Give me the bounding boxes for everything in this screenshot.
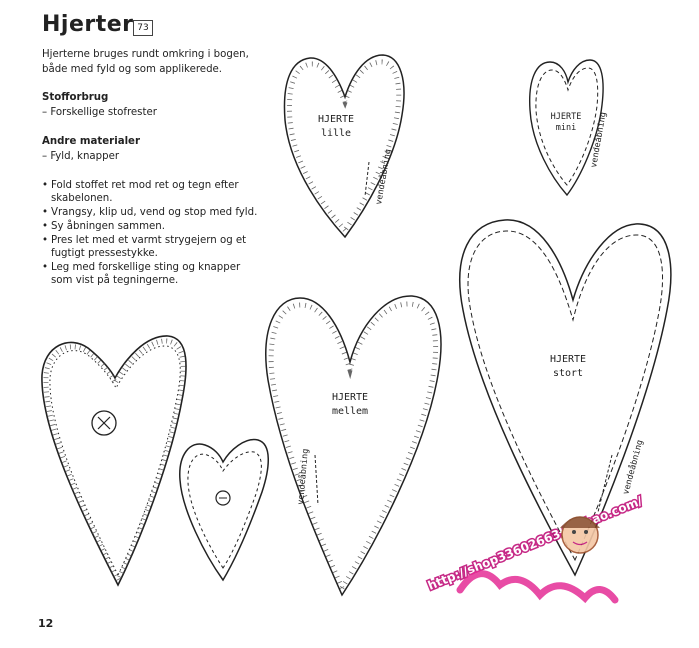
label-hjerte-lille-2: lille xyxy=(321,128,351,139)
label-hjerte-stort-1: HJERTE xyxy=(550,354,586,365)
stofforbrug-item: – Forskellige stofrester xyxy=(42,107,157,118)
instruction-step: Fold stoffet ret mod ret og tegn efter s… xyxy=(42,179,262,206)
andre-materialer-item: – Fyld, knapper xyxy=(42,151,120,162)
instruction-step: Leg med forskellige sting og knapper som… xyxy=(42,261,262,288)
label-hjerte-mellem-1: HJERTE xyxy=(332,392,368,403)
template-heart-lille: HJERTE lille vendeåbning xyxy=(283,54,405,239)
label-hjerte-mellem-2: mellem xyxy=(332,406,368,417)
vendeabning-label: vendeåbning xyxy=(620,439,645,496)
andre-materialer-heading: Andre materialer xyxy=(42,136,140,147)
label-hjerte-mini-2: mini xyxy=(556,123,576,133)
intro-text: Hjerterne bruges rundt omkring i bogen, … xyxy=(42,49,249,75)
instruction-step: Sy åbningen sammen. xyxy=(42,220,262,234)
shop-watermark: http://shop33602663.taobao.com/ xyxy=(424,492,646,604)
stitched-heart-illustration xyxy=(41,335,187,587)
instruction-step: Vrangsy, klip ud, vend og stop med fyld. xyxy=(42,206,262,220)
watermark-url: http://shop33602663.taobao.com/ xyxy=(426,493,645,592)
page-badge: 73 xyxy=(133,20,153,36)
label-hjerte-mini-1: HJERTE xyxy=(551,112,582,122)
small-stitched-heart-illustration xyxy=(179,438,269,582)
vendeabning-label: vendeåbning xyxy=(373,148,394,205)
vendeabning-label: vendeåbning xyxy=(295,448,311,505)
page-number: 12 xyxy=(38,617,54,630)
vendeabning-label: vendeåbning xyxy=(588,111,609,168)
template-heart-stort: HJERTE stort vendeåbning xyxy=(459,219,672,577)
label-hjerte-lille-1: HJERTE xyxy=(318,114,354,125)
instruction-step: Pres let med et varmt strygejern og et f… xyxy=(42,234,262,261)
instruction-list: Fold stoffet ret mod ret og tegn efter s… xyxy=(42,179,262,288)
label-hjerte-stort-2: stort xyxy=(553,368,583,379)
template-heart-mini: HJERTE mini vendeåbning xyxy=(529,59,609,197)
stofforbrug-heading: Stofforbrug xyxy=(42,92,109,103)
template-heart-mellem: HJERTE mellem vendeåbning xyxy=(265,295,442,597)
page-title: Hjerter xyxy=(42,12,134,37)
